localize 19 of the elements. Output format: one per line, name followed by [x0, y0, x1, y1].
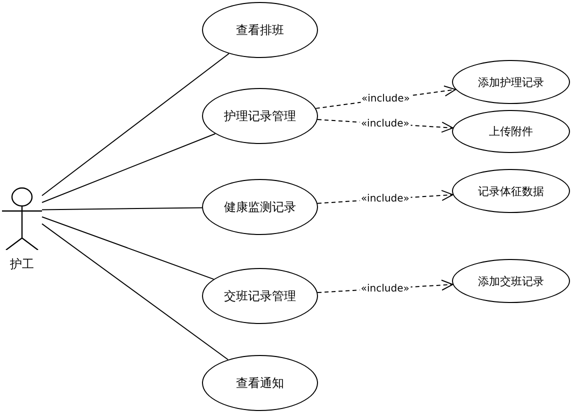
association-line — [42, 53, 230, 196]
use-case-label: 记录体征数据 — [478, 184, 544, 198]
use-case-label: 护理记录管理 — [224, 108, 296, 124]
edge-label: «include» — [360, 283, 410, 294]
use-case-label: 健康监测记录 — [224, 198, 296, 216]
use-case-label: 添加护理记录 — [478, 74, 544, 90]
edge-label: «include» — [360, 93, 411, 104]
use-case-label: 交班记录管理 — [224, 288, 296, 304]
edge-label: «include» — [360, 118, 410, 130]
association-line — [42, 133, 216, 203]
use-case-label: 查看通知 — [236, 374, 284, 392]
association-line — [42, 223, 228, 360]
use-case-label: 查看排班 — [236, 22, 284, 38]
edge-label: «include» — [360, 194, 410, 205]
use-case-label: 上传附件 — [489, 124, 533, 139]
association-line — [42, 216, 214, 280]
use-case-label: 添加交班记录 — [478, 274, 544, 288]
actor-label: 护工 — [10, 256, 34, 273]
association-line — [42, 207, 203, 210]
